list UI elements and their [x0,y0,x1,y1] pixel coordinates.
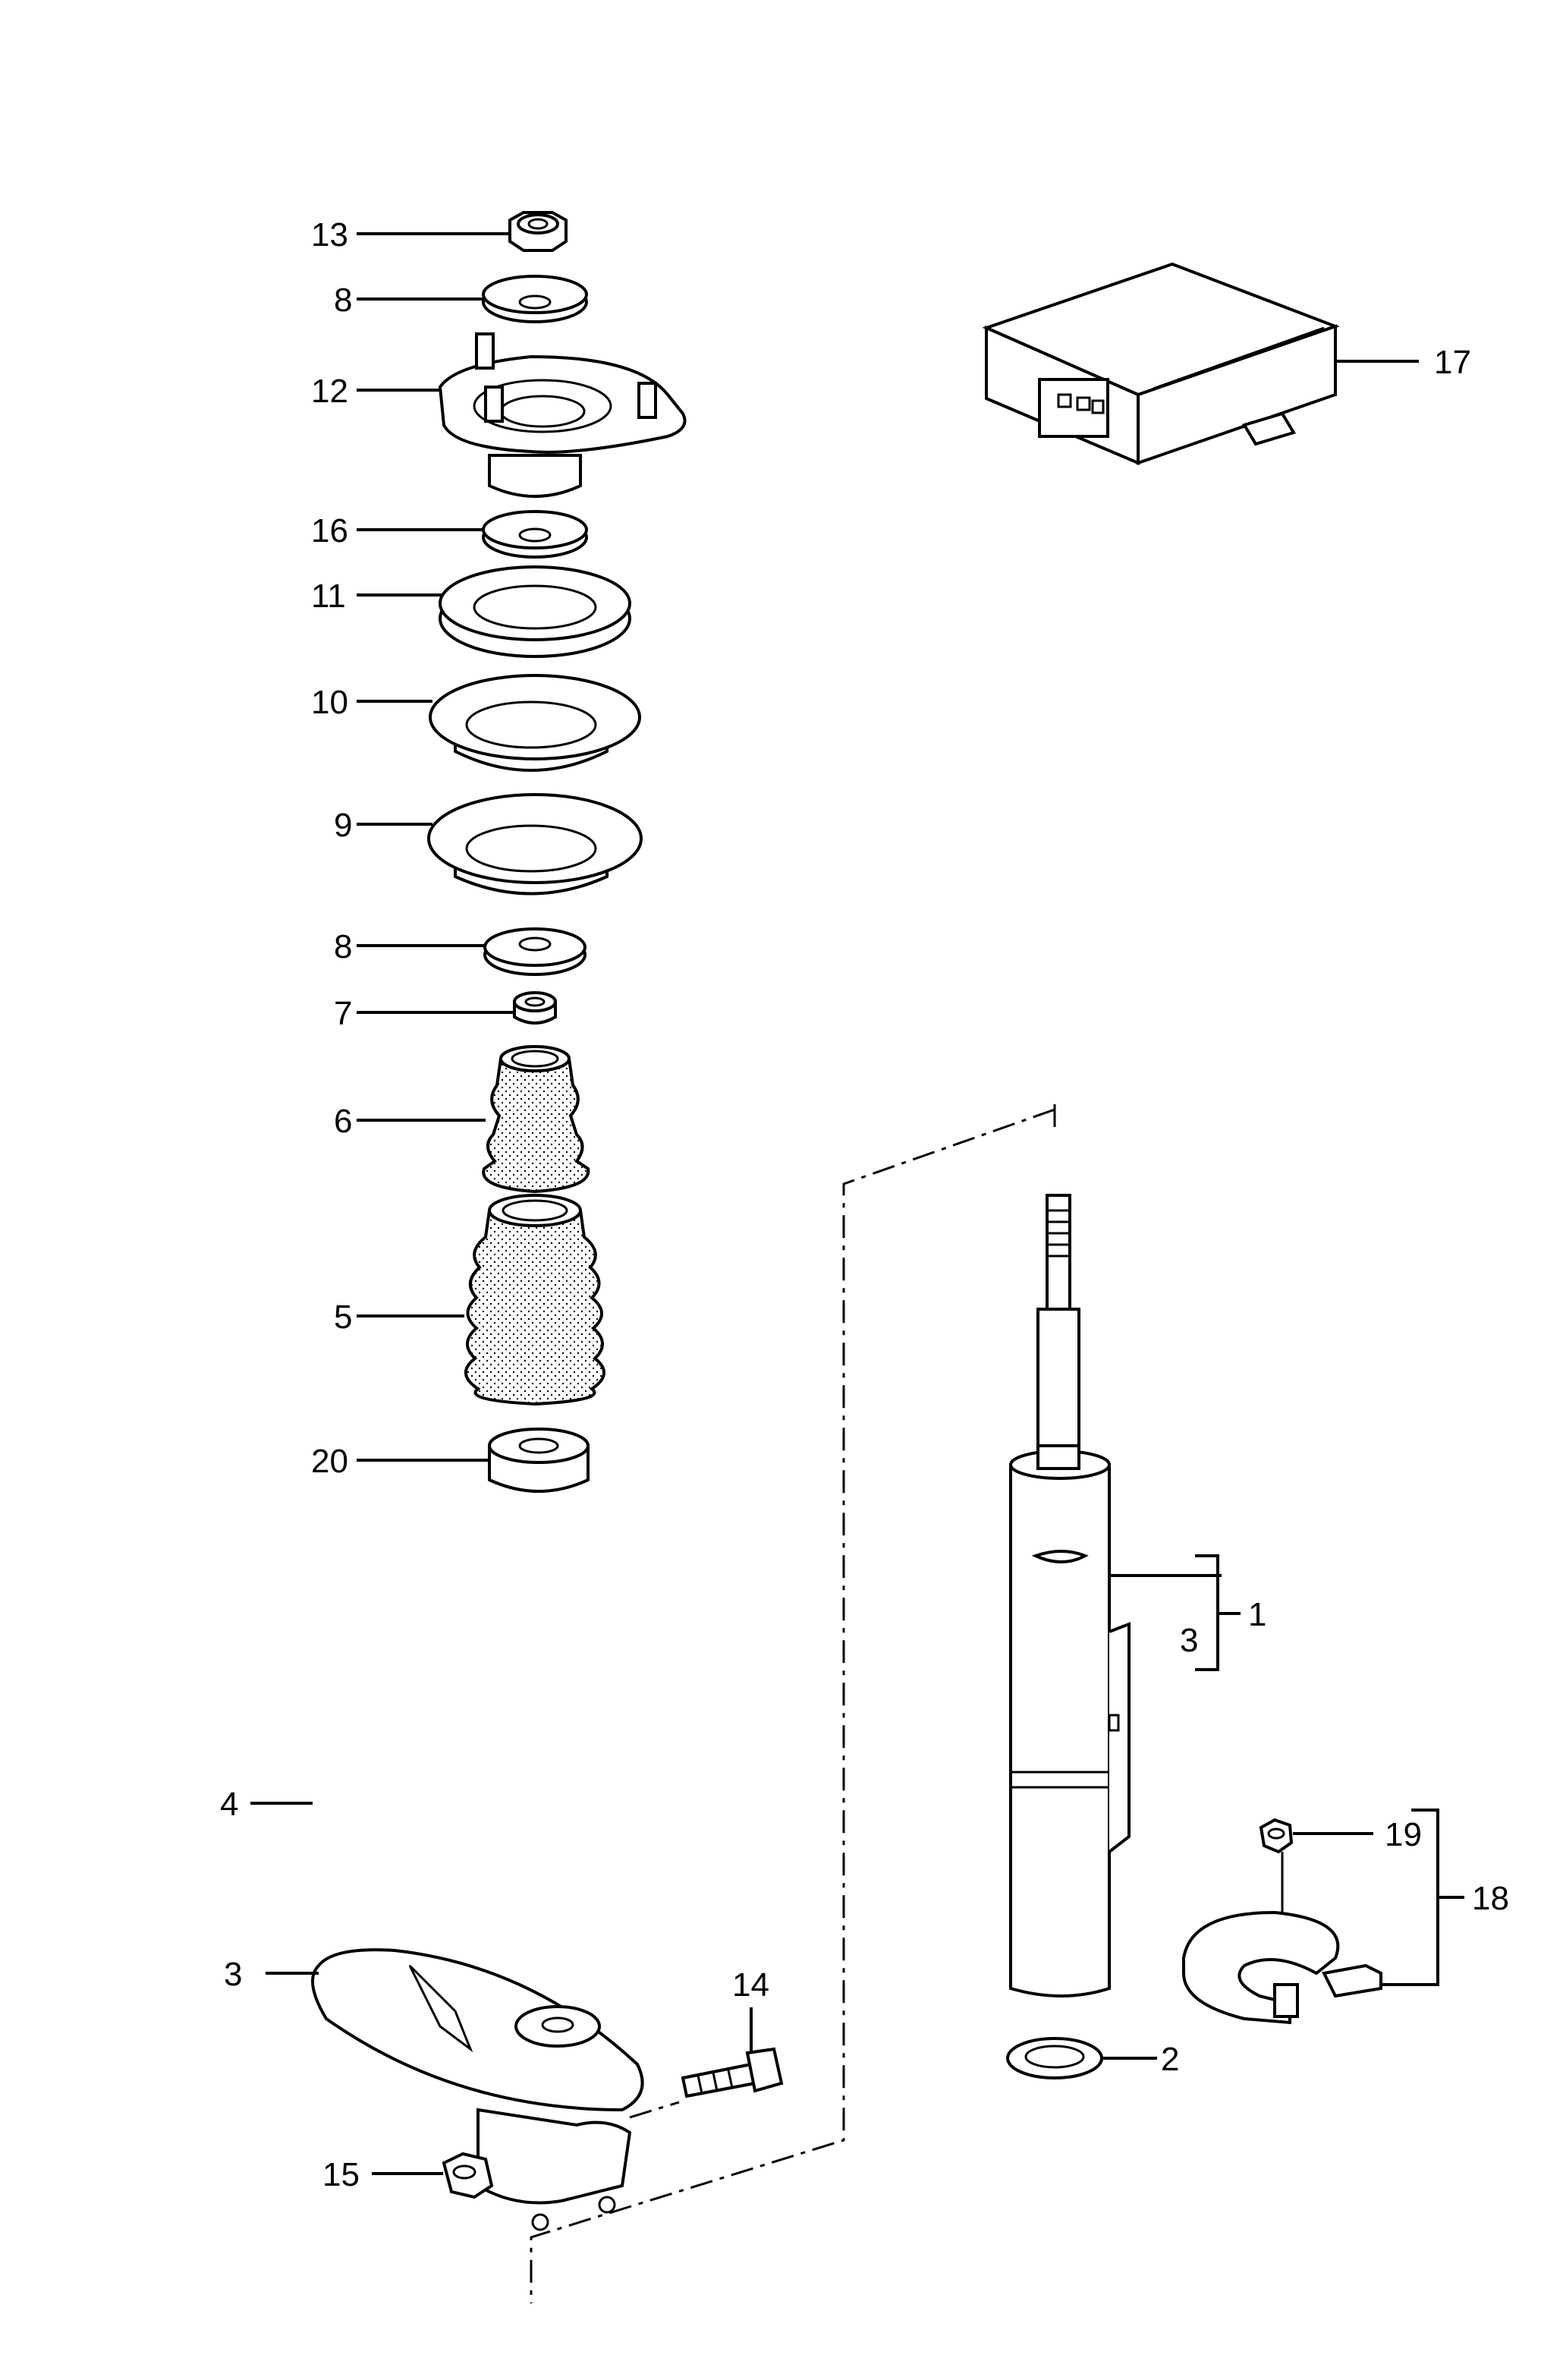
callout-5: 5 [334,1299,352,1336]
leader-6: 6 [334,1103,486,1140]
callout-11: 11 [311,578,346,615]
callout-20: 20 [311,1443,348,1480]
callout-19: 19 [1385,1816,1422,1853]
callout-6: 6 [334,1103,352,1140]
callout-3-left: 3 [224,1956,242,1993]
leader-7: 7 [334,995,513,1032]
callout-7: 7 [334,995,352,1032]
part-16-washer [482,510,588,559]
callout-4: 4 [220,1786,238,1823]
leader-14: 14 [732,1966,769,2053]
leader-2: 2 [1102,2041,1179,2078]
callout-13: 13 [311,216,348,253]
callout-2: 2 [1161,2041,1179,2078]
part-11-spring-seat [439,565,631,658]
part-10-spring-pad [429,674,641,772]
assembly-centerline [530,1104,1056,2303]
leader-5: 5 [334,1299,464,1336]
leader-9: 9 [334,807,432,844]
part-9-spring-pad [427,793,643,896]
leader-1: 1 3 [1109,1554,1266,1671]
leader-16: 16 [311,512,483,549]
callout-15: 15 [322,2156,360,2193]
part-5-protective-boot [464,1194,605,1406]
part-13-nut [508,211,568,252]
leader-20: 20 [311,1443,488,1480]
callout-8-lower: 8 [334,928,352,965]
part-12-strut-mount [438,332,687,498]
part-18-clamp-ring [1182,1852,1382,2025]
callout-9: 9 [334,807,352,844]
leader-3-left: 3 [224,1956,319,1993]
part-15-flange-nut [442,2152,494,2199]
part-14-bolt [681,2047,784,2098]
assembly-centerline-bolt [629,2101,680,2119]
part-17-control-unit [982,262,1340,466]
callout-10: 10 [311,684,348,721]
part-6-bump-stop [482,1045,590,1194]
part-8-washer-top [482,275,588,323]
leader-10: 10 [311,684,432,721]
callout-8-top: 8 [334,282,352,319]
callout-12: 12 [311,373,348,410]
callout-17: 17 [1434,344,1471,381]
part-4-coil-spring [316,1516,620,1918]
leader-19: 19 [1293,1816,1422,1853]
part-19-nut [1259,1818,1294,1854]
part-8-washer-lower [483,927,587,976]
leader-8-top: 8 [334,282,483,319]
callout-3-right: 3 [1180,1622,1198,1659]
callout-1: 1 [1248,1596,1266,1633]
leader-11: 11 [311,578,442,615]
part-3-lower-spring-seat [311,1948,644,2231]
part-2-washer [1006,2037,1103,2079]
callout-14: 14 [732,1966,769,2004]
leader-13: 13 [311,216,510,253]
leader-4: 4 [220,1786,313,1823]
part-20-bushing [488,1428,590,1493]
part-7-spacer [513,991,557,1025]
leader-8-lower: 8 [334,928,486,965]
leader-12: 12 [311,373,442,410]
leader-17: 17 [1335,344,1471,381]
leader-15: 15 [322,2156,443,2193]
callout-16: 16 [311,512,348,549]
part-1-shock-absorber [1009,1194,1131,1998]
leader-18: 18 [1382,1809,1509,1986]
callout-18: 18 [1472,1880,1509,1917]
